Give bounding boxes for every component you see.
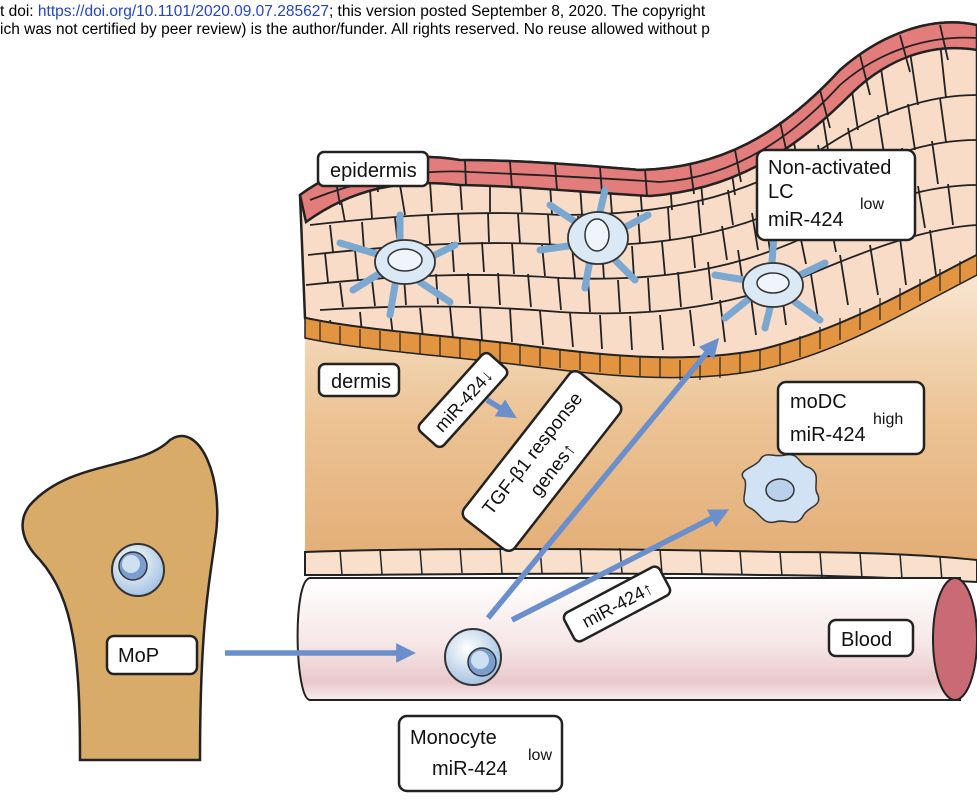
label-monocyte: Monocyte low miR-424 <box>399 716 562 791</box>
label-lc: Non-activated LC low miR-424 <box>757 150 915 240</box>
label-dermis: dermis <box>319 364 399 396</box>
label-epidermis-text: epidermis <box>330 160 417 182</box>
lc-superscript: low <box>860 196 884 213</box>
blood-text: Blood <box>841 629 892 651</box>
lc-line1: Non-activated <box>768 157 891 179</box>
label-mop: MoP <box>107 636 197 674</box>
modc-line2: miR-424 <box>790 424 866 446</box>
vessel-opening <box>933 578 977 700</box>
monocyte-superscript: low <box>528 747 552 764</box>
lc-line2: LC <box>768 181 794 203</box>
label-modc: moDC high miR-424 <box>778 382 924 454</box>
lc-line3: miR-424 <box>768 209 844 231</box>
monocyte-cell <box>445 629 501 685</box>
mop-cell <box>112 544 164 596</box>
monocyte-line1: Monocyte <box>410 727 497 749</box>
label-blood: Blood <box>829 620 913 656</box>
label-epidermis: epidermis <box>318 152 428 186</box>
monocyte-line2: miR-424 <box>432 758 508 780</box>
label-dermis-text: dermis <box>331 371 391 393</box>
mop-text: MoP <box>118 645 159 667</box>
bone-marrow <box>23 436 218 760</box>
modc-superscript: high <box>873 411 903 428</box>
modc-line1: moDC <box>790 391 847 413</box>
